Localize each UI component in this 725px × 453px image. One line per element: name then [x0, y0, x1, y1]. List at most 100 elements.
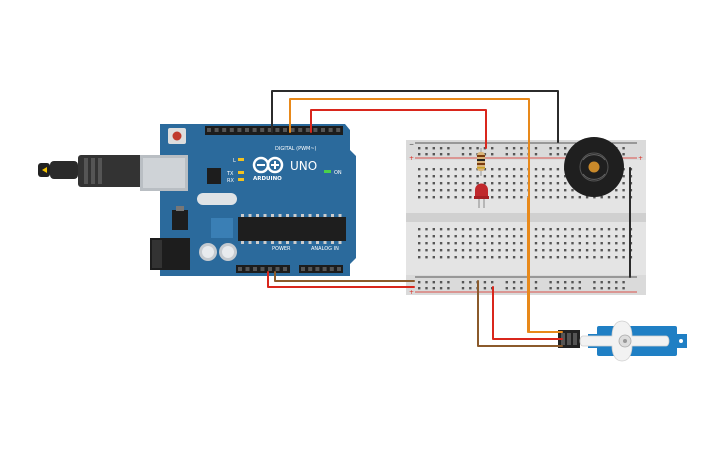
header-pin[interactable]	[308, 267, 313, 271]
rail-hole[interactable]	[578, 281, 581, 284]
terminal-hole[interactable]	[461, 182, 465, 185]
terminal-hole[interactable]	[615, 228, 618, 231]
terminal-hole[interactable]	[425, 249, 428, 252]
terminal-hole[interactable]	[505, 196, 508, 199]
terminal-hole[interactable]	[505, 235, 508, 238]
terminal-hole[interactable]	[432, 175, 435, 178]
terminal-hole[interactable]	[476, 242, 479, 245]
header-pin[interactable]	[207, 128, 211, 132]
arduino-uno-board[interactable]: DIGITAL (PWM~) UNO ARDUINO L TX RX ON	[140, 124, 356, 276]
rail-hole[interactable]	[556, 147, 560, 150]
terminal-hole[interactable]	[425, 228, 428, 231]
terminal-hole[interactable]	[469, 249, 472, 252]
terminal-hole[interactable]	[556, 196, 560, 199]
terminal-hole[interactable]	[607, 196, 611, 199]
terminal-hole[interactable]	[564, 242, 567, 245]
rail-hole[interactable]	[439, 287, 443, 290]
terminal-hole[interactable]	[505, 175, 508, 178]
terminal-hole[interactable]	[600, 256, 603, 259]
terminal-hole[interactable]	[483, 175, 487, 178]
rail-hole[interactable]	[447, 147, 450, 150]
header-pin[interactable]	[328, 128, 333, 132]
terminal-hole[interactable]	[520, 175, 523, 178]
rail-hole[interactable]	[512, 281, 516, 284]
terminal-hole[interactable]	[439, 189, 443, 192]
rail-hole[interactable]	[491, 147, 494, 150]
terminal-hole[interactable]	[476, 228, 479, 231]
terminal-hole[interactable]	[564, 189, 567, 192]
rail-hole[interactable]	[600, 287, 603, 290]
terminal-hole[interactable]	[432, 196, 435, 199]
rail-hole[interactable]	[520, 281, 523, 284]
rail-hole[interactable]	[578, 287, 581, 290]
terminal-hole[interactable]	[498, 189, 501, 192]
rail-hole[interactable]	[607, 287, 611, 290]
header-pin[interactable]	[260, 128, 265, 132]
terminal-hole[interactable]	[534, 175, 538, 178]
terminal-hole[interactable]	[461, 242, 465, 245]
terminal-hole[interactable]	[520, 249, 523, 252]
terminal-hole[interactable]	[418, 242, 421, 245]
terminal-hole[interactable]	[505, 189, 508, 192]
terminal-hole[interactable]	[425, 168, 428, 171]
header-pin[interactable]	[268, 267, 272, 271]
rail-hole[interactable]	[491, 281, 494, 284]
terminal-hole[interactable]	[498, 196, 501, 199]
rail-hole[interactable]	[469, 153, 472, 156]
terminal-hole[interactable]	[564, 182, 567, 185]
rail-hole[interactable]	[425, 281, 428, 284]
terminal-hole[interactable]	[615, 256, 618, 259]
rail-hole[interactable]	[520, 153, 523, 156]
terminal-hole[interactable]	[571, 235, 574, 238]
terminal-hole[interactable]	[476, 235, 479, 238]
rail-hole[interactable]	[549, 147, 552, 150]
rail-hole[interactable]	[491, 153, 494, 156]
header-pin[interactable]	[253, 267, 257, 271]
terminal-hole[interactable]	[607, 256, 611, 259]
terminal-hole[interactable]	[447, 175, 450, 178]
header-pin[interactable]	[229, 128, 234, 132]
terminal-hole[interactable]	[520, 256, 523, 259]
rail-hole[interactable]	[418, 153, 421, 156]
header-pin[interactable]	[315, 267, 320, 271]
terminal-hole[interactable]	[469, 168, 472, 171]
terminal-hole[interactable]	[571, 249, 574, 252]
terminal-hole[interactable]	[483, 235, 487, 238]
rail-hole[interactable]	[622, 287, 625, 290]
terminal-hole[interactable]	[585, 235, 589, 238]
terminal-hole[interactable]	[491, 242, 494, 245]
rail-hole[interactable]	[534, 147, 538, 150]
wire-red-servo-power[interactable]	[492, 286, 563, 340]
rail-hole[interactable]	[439, 153, 443, 156]
rail-hole[interactable]	[512, 147, 516, 150]
terminal-hole[interactable]	[542, 189, 545, 192]
header-pin[interactable]	[283, 128, 287, 132]
rail-hole[interactable]	[461, 147, 465, 150]
terminal-hole[interactable]	[542, 256, 545, 259]
rail-hole[interactable]	[593, 287, 596, 290]
terminal-hole[interactable]	[622, 256, 625, 259]
terminal-hole[interactable]	[607, 235, 611, 238]
terminal-hole[interactable]	[425, 182, 428, 185]
terminal-hole[interactable]	[556, 182, 560, 185]
rail-hole[interactable]	[571, 281, 574, 284]
terminal-hole[interactable]	[491, 175, 494, 178]
terminal-hole[interactable]	[439, 228, 443, 231]
terminal-hole[interactable]	[454, 168, 457, 171]
header-pin[interactable]	[238, 267, 242, 271]
terminal-hole[interactable]	[418, 189, 421, 192]
terminal-hole[interactable]	[491, 168, 494, 171]
terminal-hole[interactable]	[593, 242, 596, 245]
terminal-hole[interactable]	[498, 182, 501, 185]
terminal-hole[interactable]	[439, 256, 443, 259]
terminal-hole[interactable]	[491, 249, 494, 252]
terminal-hole[interactable]	[498, 256, 501, 259]
rail-hole[interactable]	[520, 287, 523, 290]
terminal-hole[interactable]	[520, 168, 523, 171]
terminal-hole[interactable]	[593, 249, 596, 252]
rail-hole[interactable]	[564, 153, 567, 156]
terminal-hole[interactable]	[534, 242, 538, 245]
terminal-hole[interactable]	[542, 196, 545, 199]
header-pin[interactable]	[214, 128, 219, 132]
rail-hole[interactable]	[432, 153, 435, 156]
